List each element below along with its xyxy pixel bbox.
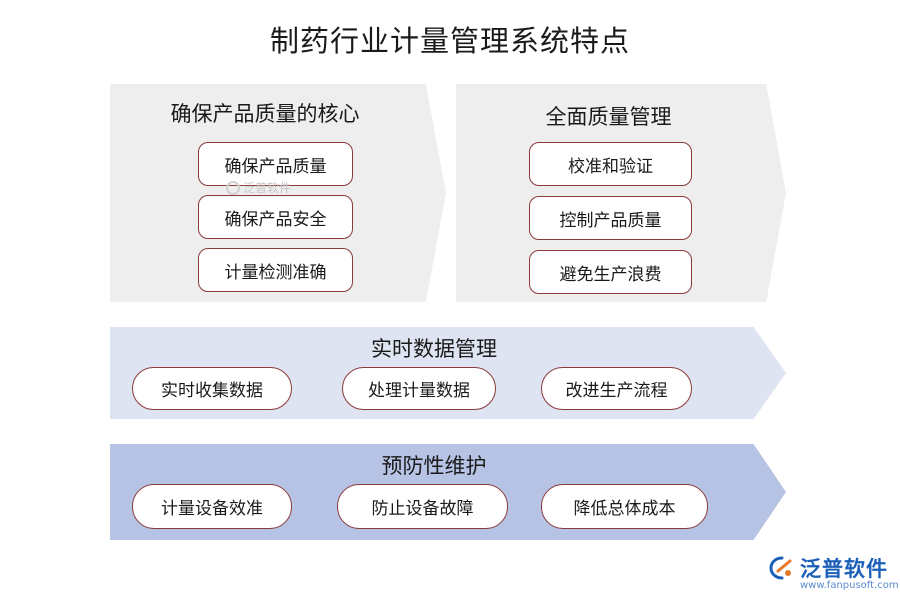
item-collect-data: 实时收集数据 [132,367,292,410]
page-title: 制药行业计量管理系统特点 [269,24,630,58]
watermark-text: 泛普软件 [243,181,292,195]
item-process-data: 处理计量数据 [342,367,496,410]
watermark-mini: 泛普软件 [226,179,291,196]
item-ensure-safety: 确保产品安全 [198,195,353,239]
watermark-logo-icon [226,180,240,195]
item-reduce-cost: 降低总体成本 [541,484,708,529]
section-total-quality-heading: 全面质量管理 [545,105,672,129]
brand-logo-url: www.fanpusoft.com [800,580,899,591]
brand-logo-name: 泛普软件 [800,557,888,581]
section-preventive-maintenance-heading: 预防性维护 [381,454,487,478]
item-equipment-calibration: 计量设备效准 [132,484,292,529]
item-accurate-measurement: 计量检测准确 [198,248,353,292]
brand-logo: 泛普软件 [768,553,888,583]
item-control-quality: 控制产品质量 [529,196,692,240]
item-avoid-waste: 避免生产浪费 [529,250,692,294]
section-realtime-data-heading: 实时数据管理 [371,337,497,361]
item-ensure-quality: 确保产品质量 [198,142,353,186]
item-prevent-failure: 防止设备故障 [337,484,508,529]
section-quality-core-heading: 确保产品质量的核心 [170,102,360,126]
item-calibration-validation: 校准和验证 [529,142,692,186]
item-improve-process: 改进生产流程 [541,367,692,410]
brand-logo-icon [769,556,792,580]
